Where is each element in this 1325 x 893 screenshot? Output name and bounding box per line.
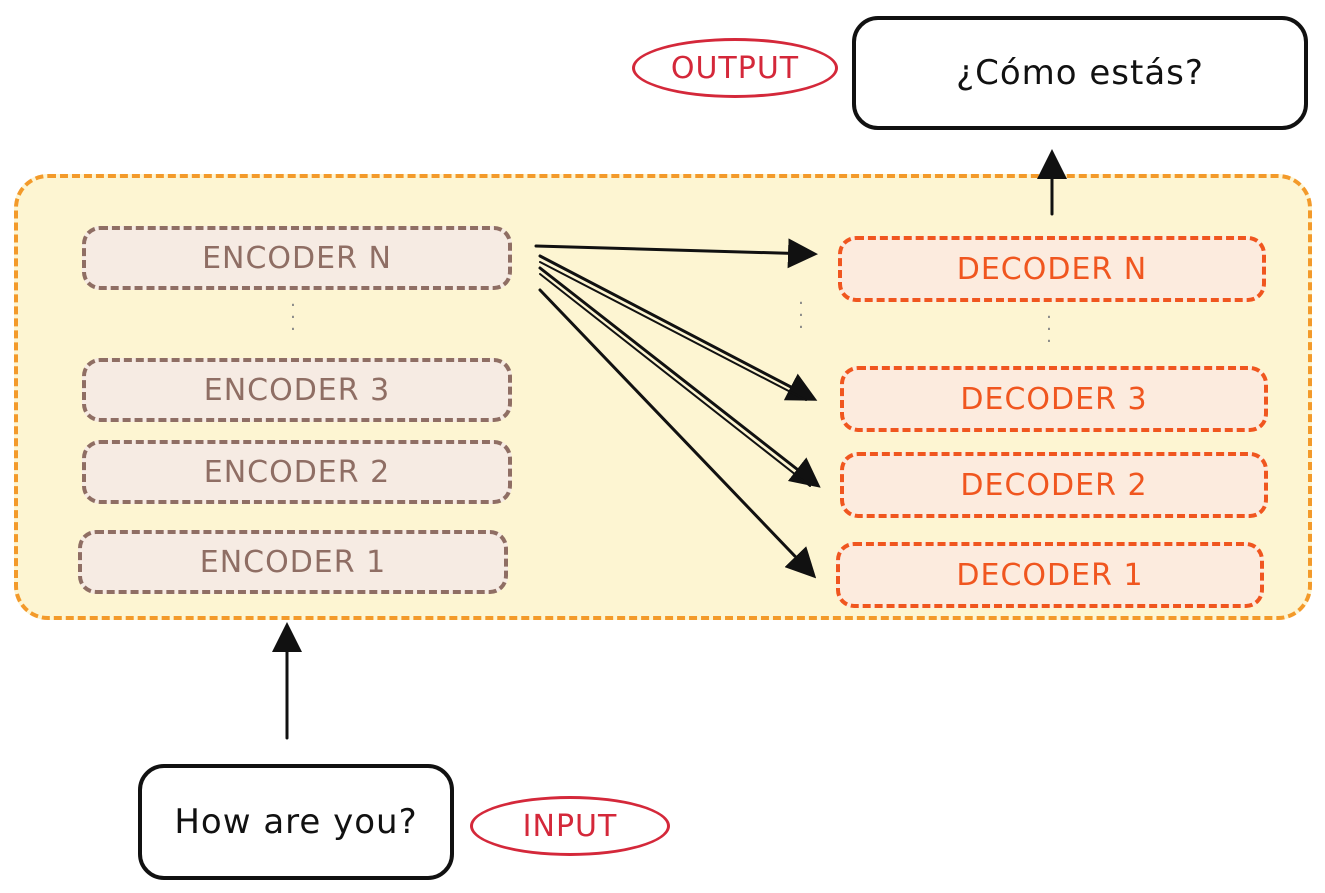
encoder-n: ENCODER N — [82, 226, 512, 290]
input-tag: INPUT — [470, 796, 670, 856]
decoder-2: DECODER 2 — [840, 452, 1268, 518]
encoder-ellipsis: ··· — [290, 295, 296, 340]
decoder-3: DECODER 3 — [840, 366, 1268, 432]
arrow-encoder-to-decoder-n — [534, 238, 818, 269]
output-box: ¿Cómo estás? — [852, 16, 1308, 130]
encoder-3: ENCODER 3 — [82, 358, 512, 422]
encoder-1: ENCODER 1 — [78, 530, 508, 594]
arrow-encoder-to-decoder-3-b — [539, 261, 807, 401]
decoder-ellipsis-left: ··· — [798, 293, 804, 338]
arrow-encoder-to-decoder-1 — [538, 288, 817, 579]
input-box: How are you? — [138, 764, 454, 880]
arrow-encoder-to-decoder-2 — [538, 266, 821, 488]
encoder-2: ENCODER 2 — [82, 440, 512, 504]
output-tag: OUTPUT — [632, 38, 838, 98]
decoder-ellipsis: ··· — [1046, 307, 1052, 352]
decoder-n: DECODER N — [838, 236, 1266, 302]
arrow-encoder-to-decoder-3 — [538, 254, 818, 401]
arrow-encoder-to-decoder-2-b — [539, 273, 811, 487]
decoder-1: DECODER 1 — [836, 542, 1264, 608]
